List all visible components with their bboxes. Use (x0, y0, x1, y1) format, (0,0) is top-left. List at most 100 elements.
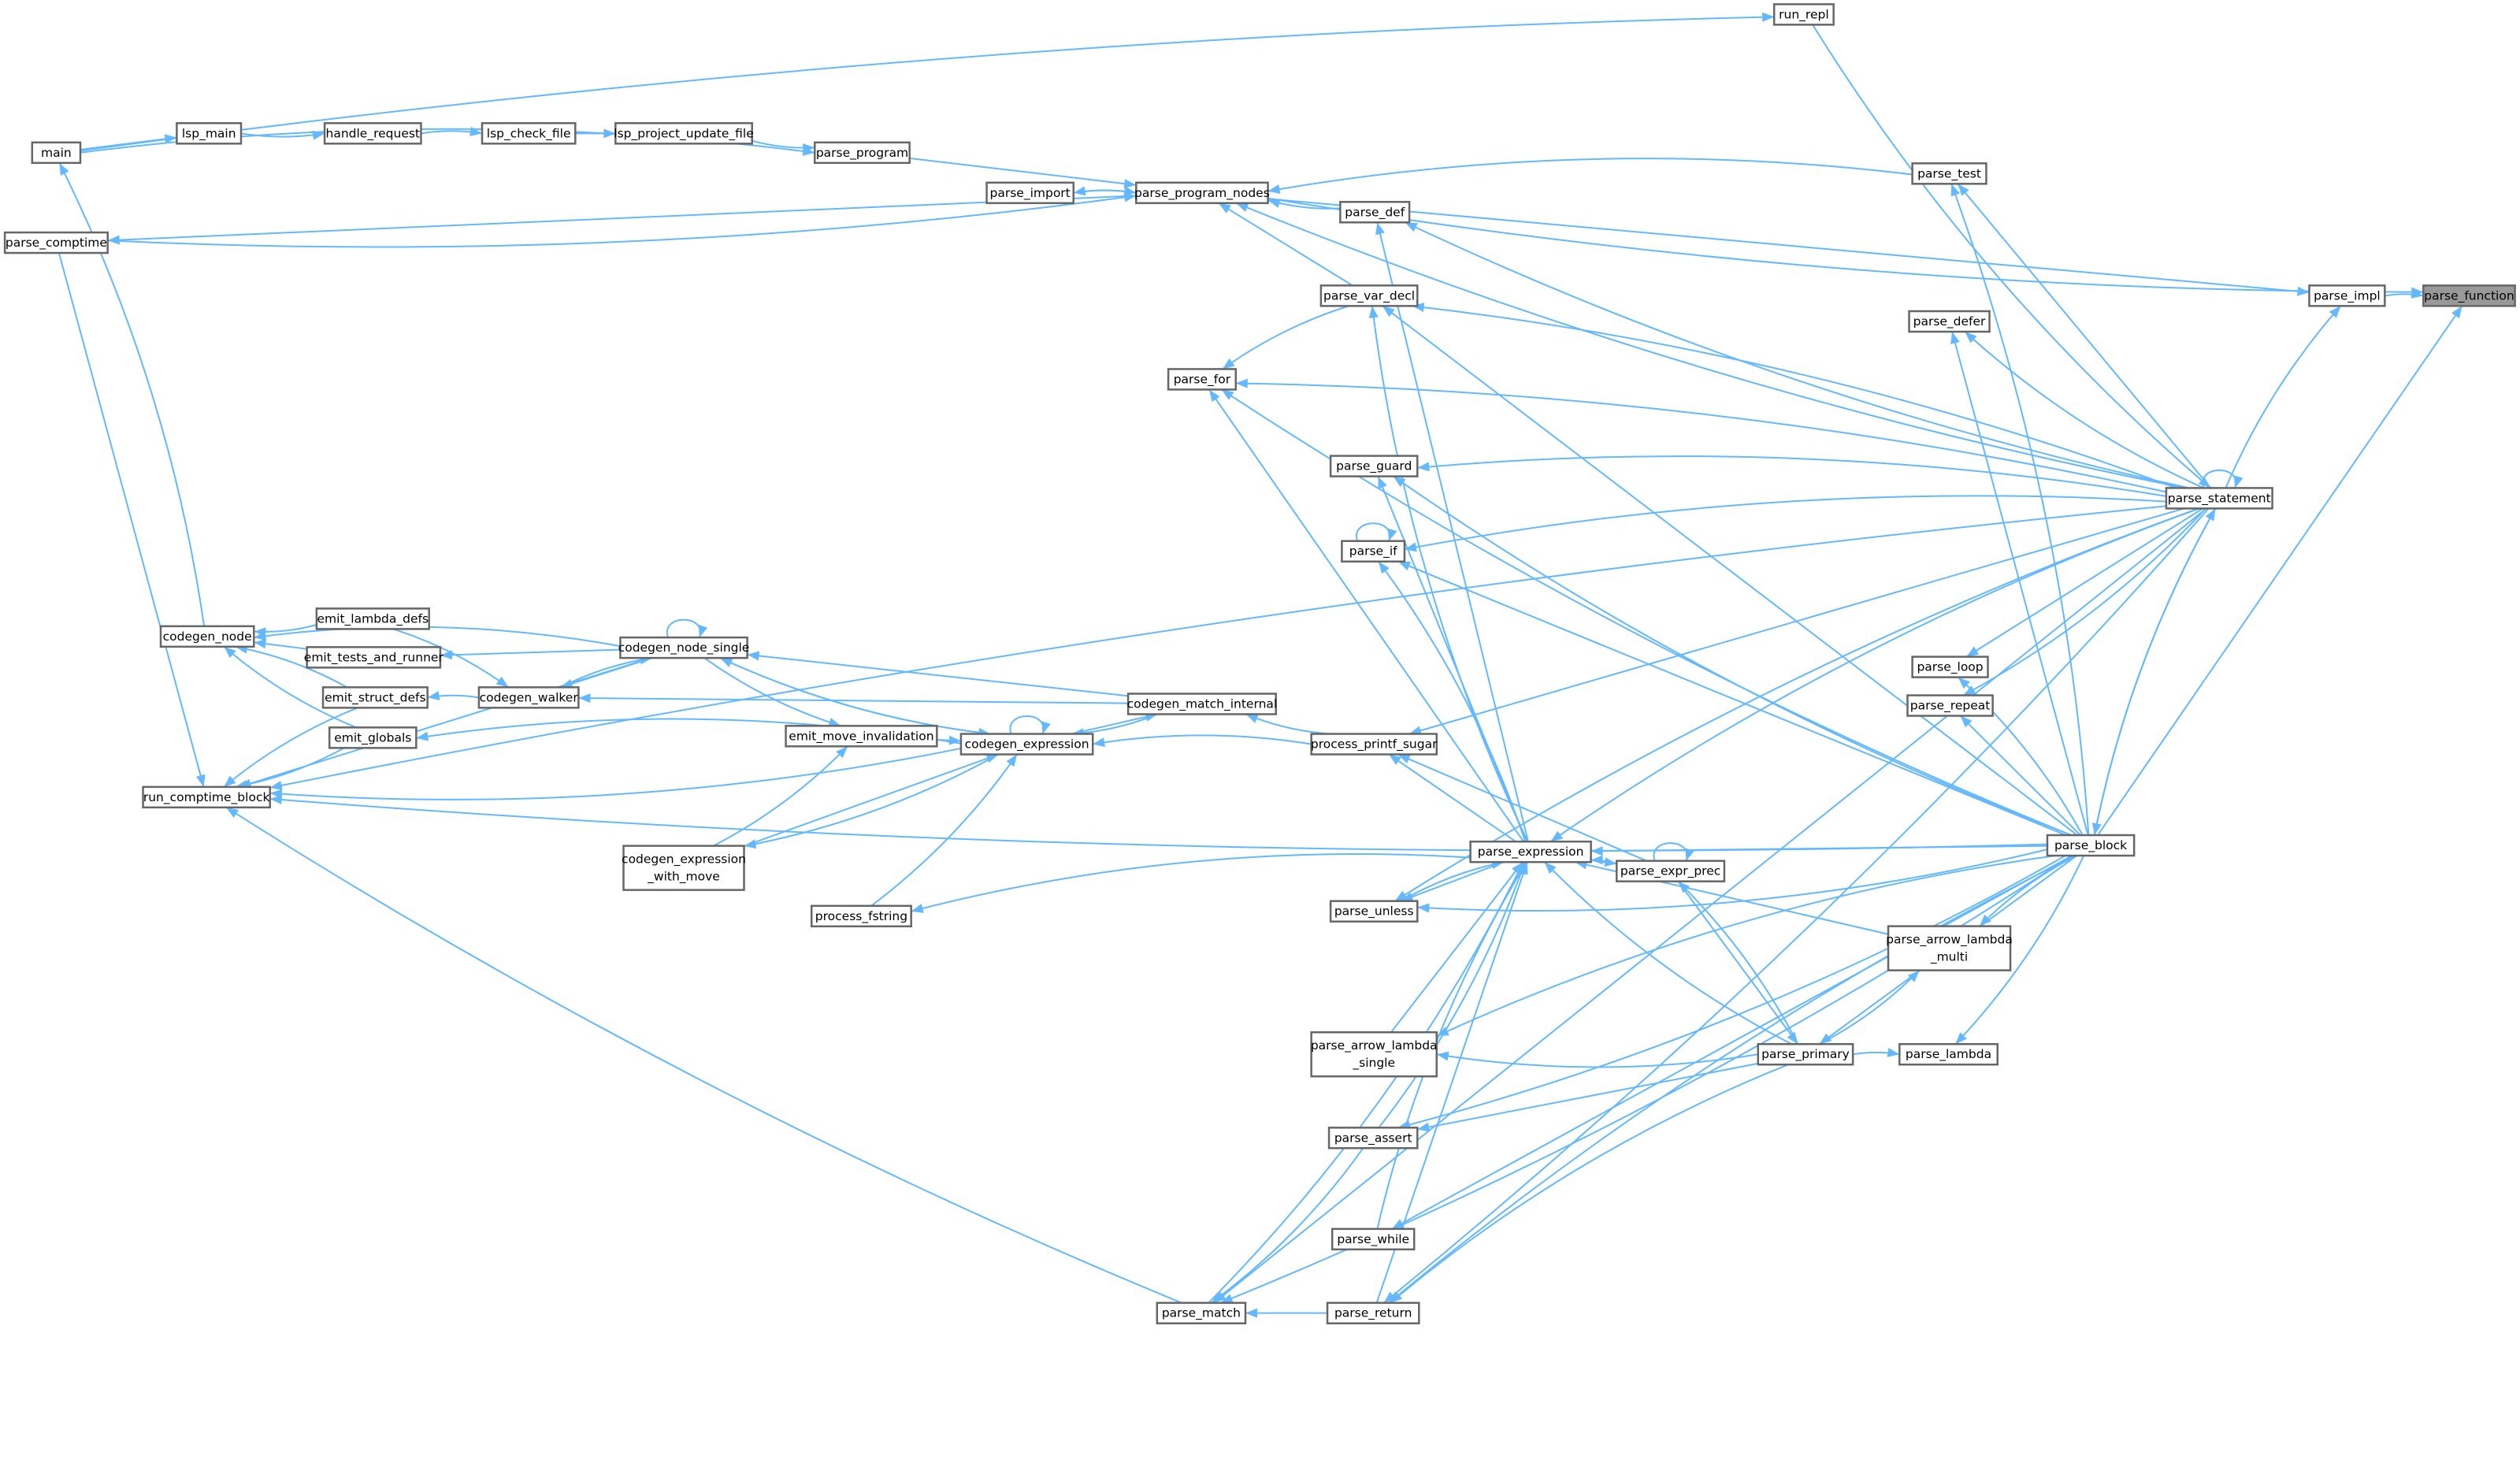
node-parse_arrow_lambda_multi[interactable]: parse_arrow_lambda_multi (1886, 925, 2013, 971)
node-parse_arrow_lambda_single[interactable]: parse_arrow_lambda_single (1310, 1031, 1438, 1078)
node-parse_loop[interactable]: parse_loop (1911, 655, 1989, 678)
node-box (142, 785, 271, 809)
node-process_printf_sugar[interactable]: process_printf_sugar (1310, 733, 1438, 756)
node-parse_for[interactable]: parse_for (1167, 368, 1238, 391)
edge-parse_expr_prec-to-process_printf_sugar (1397, 753, 1647, 862)
node-parse_return[interactable]: parse_return (1326, 1302, 1420, 1324)
node-emit_lambda_defs[interactable]: emit_lambda_defs (315, 607, 430, 630)
node-parse_primary[interactable]: parse_primary (1757, 1042, 1854, 1066)
arrowhead (427, 691, 440, 700)
edge-parse_statement-to-parse_test (1957, 183, 2212, 489)
node-process_fstring[interactable]: process_fstring (810, 904, 912, 928)
edge-codegen_expression-to-codegen_expression_with_move (744, 753, 999, 847)
arrowhead (1041, 721, 1051, 734)
edge-process_printf_sugar-to-codegen_match_internal (1245, 713, 1331, 735)
node-label: parse_expression (1478, 845, 1584, 860)
node-box (2308, 284, 2386, 307)
arrowhead (1950, 332, 1960, 345)
node-parse_if[interactable]: parse_if (1341, 540, 1406, 563)
node-parse_impl[interactable]: parse_impl (2308, 284, 2386, 307)
arrowhead (1211, 1291, 1224, 1303)
edge-parse_statement-to-parse_match (1213, 507, 2207, 1304)
arrowhead (195, 774, 206, 787)
edge-emit_struct_defs-to-codegen_node (235, 645, 348, 689)
node-run_comptime_block[interactable]: run_comptime_block (142, 785, 271, 809)
node-label: parse_while (1337, 1232, 1409, 1247)
edge-parse_test-to-parse_program_nodes (1267, 158, 1913, 192)
arrowhead (1685, 848, 1694, 861)
node-emit_tests_and_runner[interactable]: emit_tests_and_runner (304, 646, 444, 669)
node-parse_block[interactable]: parse_block (2046, 834, 2136, 857)
node-emit_globals[interactable]: emit_globals (328, 726, 418, 749)
node-codegen_node_single[interactable]: codegen_node_single (618, 636, 750, 659)
arrowhead (2329, 306, 2341, 318)
node-parse_match[interactable]: parse_match (1156, 1302, 1247, 1324)
edge-codegen_node_single-to-codegen_node_single (666, 618, 702, 638)
node-parse_repeat[interactable]: parse_repeat (1906, 694, 1994, 717)
node-parse_test[interactable]: parse_test (1911, 162, 1987, 185)
node-parse_while[interactable]: parse_while (1331, 1227, 1416, 1251)
node-parse_expression[interactable]: parse_expression (1469, 840, 1592, 863)
node-box (1329, 455, 1419, 477)
node-parse_import[interactable]: parse_import (985, 181, 1074, 205)
node-parse_assert[interactable]: parse_assert (1327, 1127, 1419, 1149)
edge-parse_statement-to-parse_if (1404, 495, 2166, 551)
node-parse_defer[interactable]: parse_defer (1908, 310, 1991, 333)
edge-parse_block-to-parse_while (1391, 855, 2073, 1230)
node-parse_comptime[interactable]: parse_comptime (3, 231, 109, 254)
node-codegen_expression_with_move[interactable]: codegen_expression_with_move (622, 845, 746, 891)
edges-layer (58, 12, 2463, 1318)
node-main[interactable]: main (31, 141, 82, 165)
arrowhead (1222, 358, 1235, 370)
edge-codegen_expression-to-run_comptime_block (269, 747, 962, 800)
node-label: emit_struct_defs (325, 690, 425, 705)
arrowhead (2297, 286, 2310, 296)
node-lsp_project_update_file[interactable]: lsp_project_update_file (614, 122, 754, 145)
node-lsp_main[interactable]: lsp_main (176, 122, 243, 145)
node-emit_struct_defs[interactable]: emit_struct_defs (321, 686, 429, 709)
node-parse_unless[interactable]: parse_unless (1329, 900, 1419, 923)
edge-codegen_node_single-to-emit_move_invalidation (703, 657, 841, 727)
node-parse_statement[interactable]: parse_statement (2165, 487, 2273, 510)
node-box (1908, 310, 1991, 333)
node-parse_var_decl[interactable]: parse_var_decl (1319, 284, 1419, 307)
arrowhead (1267, 199, 1281, 208)
node-box (321, 686, 429, 709)
node-parse_def[interactable]: parse_def (1339, 201, 1411, 224)
node-box (1310, 733, 1438, 756)
node-run_repl[interactable]: run_repl (1772, 3, 1835, 26)
node-emit_move_invalidation[interactable]: emit_move_invalidation (785, 725, 938, 748)
node-box (31, 141, 82, 165)
node-parse_expr_prec[interactable]: parse_expr_prec (1615, 860, 1726, 882)
edge-codegen_expression_with_move-to-codegen_expression (744, 753, 999, 847)
node-label: codegen_expression (965, 737, 1089, 752)
node-parse_guard[interactable]: parse_guard (1329, 455, 1419, 477)
arrowhead (269, 781, 283, 790)
edge-codegen_match_internal-to-codegen_walker (578, 696, 1129, 704)
arrowhead (1412, 303, 1425, 313)
node-parse_lambda[interactable]: parse_lambda (1898, 1042, 1999, 1066)
node-codegen_match_internal[interactable]: codegen_match_internal (1127, 693, 1278, 715)
node-parse_program_nodes[interactable]: parse_program_nodes (1134, 181, 1270, 205)
arrowhead (1544, 862, 1557, 875)
node-handle_request[interactable]: handle_request (323, 122, 422, 145)
node-codegen_expression[interactable]: codegen_expression (959, 733, 1094, 756)
node-box (1615, 860, 1726, 882)
edge-parse_comptime-to-run_comptime_block (58, 252, 205, 788)
arrowhead (1550, 830, 1564, 842)
node-codegen_node[interactable]: codegen_node (159, 625, 255, 648)
arrowhead (1267, 184, 1281, 194)
arrowhead (1221, 389, 1234, 400)
arrowhead (698, 625, 708, 638)
node-label: codegen_node_single (618, 641, 750, 655)
node-label: lsp_main (182, 126, 236, 141)
node-parse_program[interactable]: parse_program (814, 141, 911, 165)
arrowhead (1950, 184, 1961, 197)
node-lsp_check_file[interactable]: lsp_check_file (481, 122, 577, 145)
arrowhead (1073, 186, 1086, 196)
node-box (1339, 201, 1411, 224)
node-label: parse_loop (1917, 660, 1983, 675)
node-codegen_walker[interactable]: codegen_walker (477, 686, 580, 709)
node-label: parse_statement (2168, 491, 2271, 506)
node-parse_function[interactable]: parse_function (2422, 284, 2516, 307)
